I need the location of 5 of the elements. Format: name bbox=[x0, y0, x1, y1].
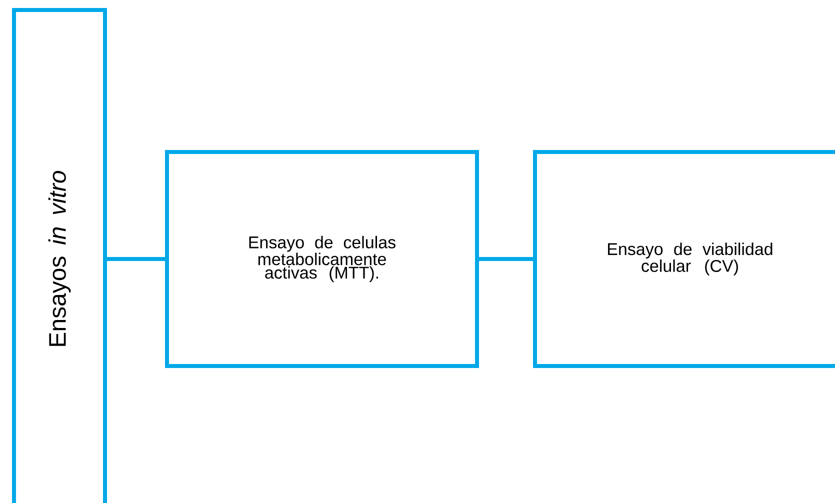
process-box: Ensayo de viabilidad celular (CV) bbox=[533, 150, 835, 368]
connector-line bbox=[107, 256, 165, 261]
connector-line bbox=[479, 256, 533, 261]
rotated-label-box: Ensayos in vitro bbox=[12, 8, 107, 503]
process-box: Ensayo de celulas metabolicamente activas (MTT). bbox=[165, 150, 479, 368]
